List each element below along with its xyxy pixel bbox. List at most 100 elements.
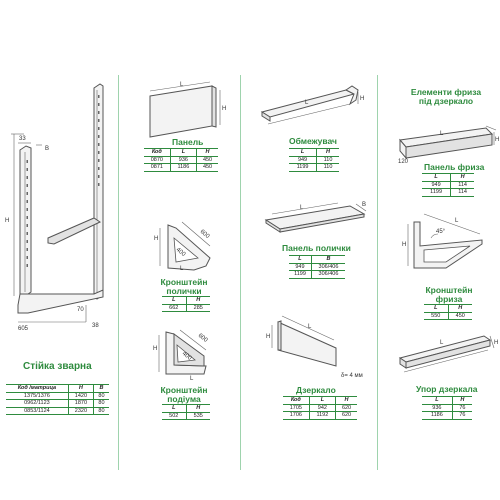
frieze-elements-title-line2: під дзеркало bbox=[418, 96, 474, 106]
limiter-dim-l: L bbox=[305, 100, 309, 106]
frieze-bracket-dim-l: L bbox=[455, 218, 459, 224]
frieze-bracket-header-h: H bbox=[447, 304, 472, 313]
shelf-bracket-dim-400: 400 bbox=[175, 247, 187, 258]
bottom-bracket-dim-h: H bbox=[153, 346, 157, 352]
column-divider-2 bbox=[240, 75, 241, 470]
mirror-dim-h: H bbox=[266, 334, 270, 340]
rack-dim-605: 605 bbox=[18, 326, 29, 332]
panel-dim-l: L bbox=[180, 82, 184, 88]
mirror-stop-header-l: L bbox=[422, 396, 453, 405]
panel-title: Панель bbox=[172, 137, 204, 147]
bottom-bracket-drawing: H 600 400 L bbox=[153, 329, 209, 382]
limiter-header-h: H bbox=[316, 148, 339, 157]
rack-slots bbox=[98, 95, 100, 186]
bottom-bracket-header-l: L bbox=[162, 404, 186, 413]
frieze-panel-header-l: L bbox=[422, 173, 451, 182]
shelf-panel-dim-l: L bbox=[300, 205, 304, 211]
rack-header-h: H bbox=[67, 384, 94, 393]
shelf-panel-header-b: B bbox=[310, 255, 345, 264]
rack-dim-70: 70 bbox=[77, 307, 84, 313]
mirror-stop-dim-h: H bbox=[494, 340, 498, 346]
panel-dim-h: H bbox=[222, 106, 226, 112]
mirror-header-l: L bbox=[308, 396, 336, 405]
shelf-bracket-header-l: L bbox=[162, 296, 186, 305]
rack-front-slots bbox=[26, 160, 28, 267]
frieze-elements-title: Елементи фриза під дзеркало bbox=[392, 88, 500, 106]
frieze-panel-dim-120: 120 bbox=[398, 159, 409, 165]
shelf-bracket-dim-h: H bbox=[154, 236, 158, 242]
column-divider-3 bbox=[377, 75, 378, 470]
panel-header-code: Код bbox=[144, 148, 171, 157]
shelf-panel-header-l: L bbox=[289, 255, 312, 264]
panel-header-l: L bbox=[169, 148, 197, 157]
rack-dim-b: B bbox=[45, 146, 49, 152]
mirror-stop-header-h: H bbox=[451, 396, 472, 405]
mirror-stop-dim-l: L bbox=[440, 340, 444, 346]
frieze-bracket-drawing: H L 45° bbox=[402, 213, 483, 269]
mirror-thickness: δ= 4 мм bbox=[341, 373, 363, 379]
bottom-bracket-title: Кронштейн подіума bbox=[160, 385, 208, 404]
limiter-title: Обмежувач bbox=[289, 136, 337, 146]
frieze-panel-drawing: L H 120 bbox=[398, 125, 499, 165]
mirror-stop-drawing: L H bbox=[398, 335, 498, 373]
shelf-bracket-title: Кронштейн полички bbox=[160, 277, 208, 296]
mirror-title: Дзеркало bbox=[296, 385, 336, 395]
mirror-stop-title: Упор дзеркала bbox=[416, 384, 478, 394]
rack-dim-h: H bbox=[5, 218, 9, 224]
frieze-panel-title: Панель фриза bbox=[424, 162, 485, 172]
panel-drawing: L H bbox=[149, 81, 226, 138]
frieze-panel-dim-h: H bbox=[495, 137, 499, 143]
rack-header-code: Код /матрица bbox=[6, 384, 69, 393]
mirror-header-code: Код bbox=[283, 396, 310, 405]
bottom-bracket-dim-400: 400 bbox=[181, 351, 193, 362]
limiter-drawing: L H bbox=[260, 85, 364, 125]
rack-dim-33: 33 bbox=[19, 136, 26, 142]
limiter-dim-h: H bbox=[360, 96, 364, 102]
rack-drawing: 33 B H 70 38 605 bbox=[5, 83, 104, 332]
frieze-bracket-dim-angle: 45° bbox=[436, 229, 446, 235]
frieze-bracket-title: Кронштейн фриза bbox=[425, 285, 473, 304]
limiter-header-l: L bbox=[289, 148, 317, 157]
bottom-bracket-dim-600: 600 bbox=[197, 333, 209, 344]
shelf-bracket-drawing: H 600 400 L bbox=[154, 221, 211, 272]
shelf-bracket-dim-l: L bbox=[180, 266, 184, 272]
shelf-bracket-dim-600: 600 bbox=[199, 229, 211, 240]
frieze-bracket-header-l: L bbox=[424, 304, 448, 313]
frieze-panel-dim-l: L bbox=[440, 131, 444, 137]
rack-dim-38: 38 bbox=[92, 323, 99, 329]
shelf-panel-dim-b: B bbox=[362, 202, 366, 208]
mirror-drawing: H L bbox=[266, 315, 337, 367]
mirror-dim-l: L bbox=[308, 324, 312, 330]
panel-header-h: H bbox=[196, 148, 218, 157]
shelf-panel-drawing: L B bbox=[264, 202, 367, 233]
frieze-elements-title-line1: Елементи фриза bbox=[410, 87, 482, 97]
bottom-bracket-dim-l: L bbox=[190, 376, 194, 382]
shelf-bracket-header-h: H bbox=[185, 296, 210, 305]
rack-title: Стійка зварна bbox=[23, 361, 92, 372]
